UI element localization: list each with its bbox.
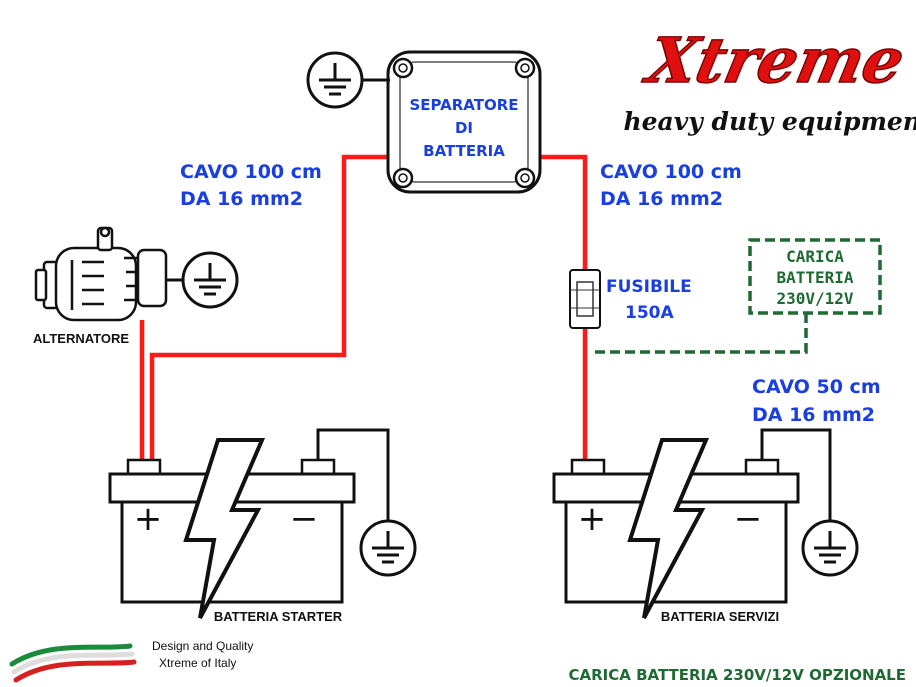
starter-label: BATTERIA STARTER <box>214 609 343 624</box>
alternator-label: ALTERNATORE <box>33 331 129 346</box>
ground-icon <box>359 519 417 577</box>
logo-text: Xtreme <box>638 24 911 97</box>
logo-tagline: heavy duty equipment <box>623 107 916 136</box>
cable-right-line1: CAVO 100 cm <box>600 161 742 183</box>
ground-icon <box>181 251 239 309</box>
ground-icon <box>306 51 364 109</box>
fuse-icon <box>569 269 601 329</box>
charger-label-line3: 230V/12V <box>776 289 853 308</box>
lightning-icon <box>627 438 710 619</box>
wire-starter-negative-ground <box>316 428 390 520</box>
cable-service-line1: CAVO 50 cm <box>752 376 881 398</box>
charger-label-line2: BATTERIA <box>776 268 853 287</box>
footer-line1: Design and Quality <box>152 639 253 653</box>
ground-wires <box>316 428 832 520</box>
brand-logo: Xtreme heavy duty equipment <box>623 23 916 136</box>
service-minus: − <box>734 499 763 539</box>
charger-line <box>590 313 808 354</box>
separator-label-line3: BATTERIA <box>423 142 505 160</box>
alternator-icon <box>34 226 168 322</box>
charger-box <box>748 238 882 315</box>
wire-separator-to-fuse <box>540 154 588 270</box>
wire-service-negative-ground <box>760 428 832 520</box>
charger-label-line1: CARICA <box>786 247 844 266</box>
ground-icon <box>801 519 859 577</box>
lightning-icon <box>183 438 266 619</box>
service-plus: + <box>578 499 607 539</box>
cable-right-line2: DA 16 mm2 <box>600 188 723 210</box>
fuse-label-line2: 150A <box>625 303 674 323</box>
battery-starter: + − <box>108 438 356 619</box>
battery-service: + − <box>552 438 800 619</box>
charger-optional-link <box>590 238 882 354</box>
cable-service-line2: DA 16 mm2 <box>752 404 875 426</box>
fuse-label-line1: FUSIBILE <box>606 277 692 297</box>
separator-ground <box>306 51 390 109</box>
cable-left-line2: DA 16 mm2 <box>180 188 303 210</box>
cable-left-line1: CAVO 100 cm <box>180 161 322 183</box>
footer-line2: Xtreme of Italy <box>159 656 236 670</box>
starter-minus: − <box>290 499 319 539</box>
wire-separator-to-starter <box>149 154 392 460</box>
starter-plus: + <box>134 499 163 539</box>
italian-flag-swoosh-icon <box>9 643 137 683</box>
separator-label-line2: DI <box>455 119 473 137</box>
service-label: BATTERIA SERVIZI <box>661 609 779 624</box>
separator-label-line1: SEPARATORE <box>409 96 518 114</box>
battery-separator: SEPARATORE DI BATTERIA <box>386 50 542 194</box>
optional-note: CARICA BATTERIA 230V/12V OPZIONALE <box>568 666 906 684</box>
positive-wires <box>139 154 588 460</box>
